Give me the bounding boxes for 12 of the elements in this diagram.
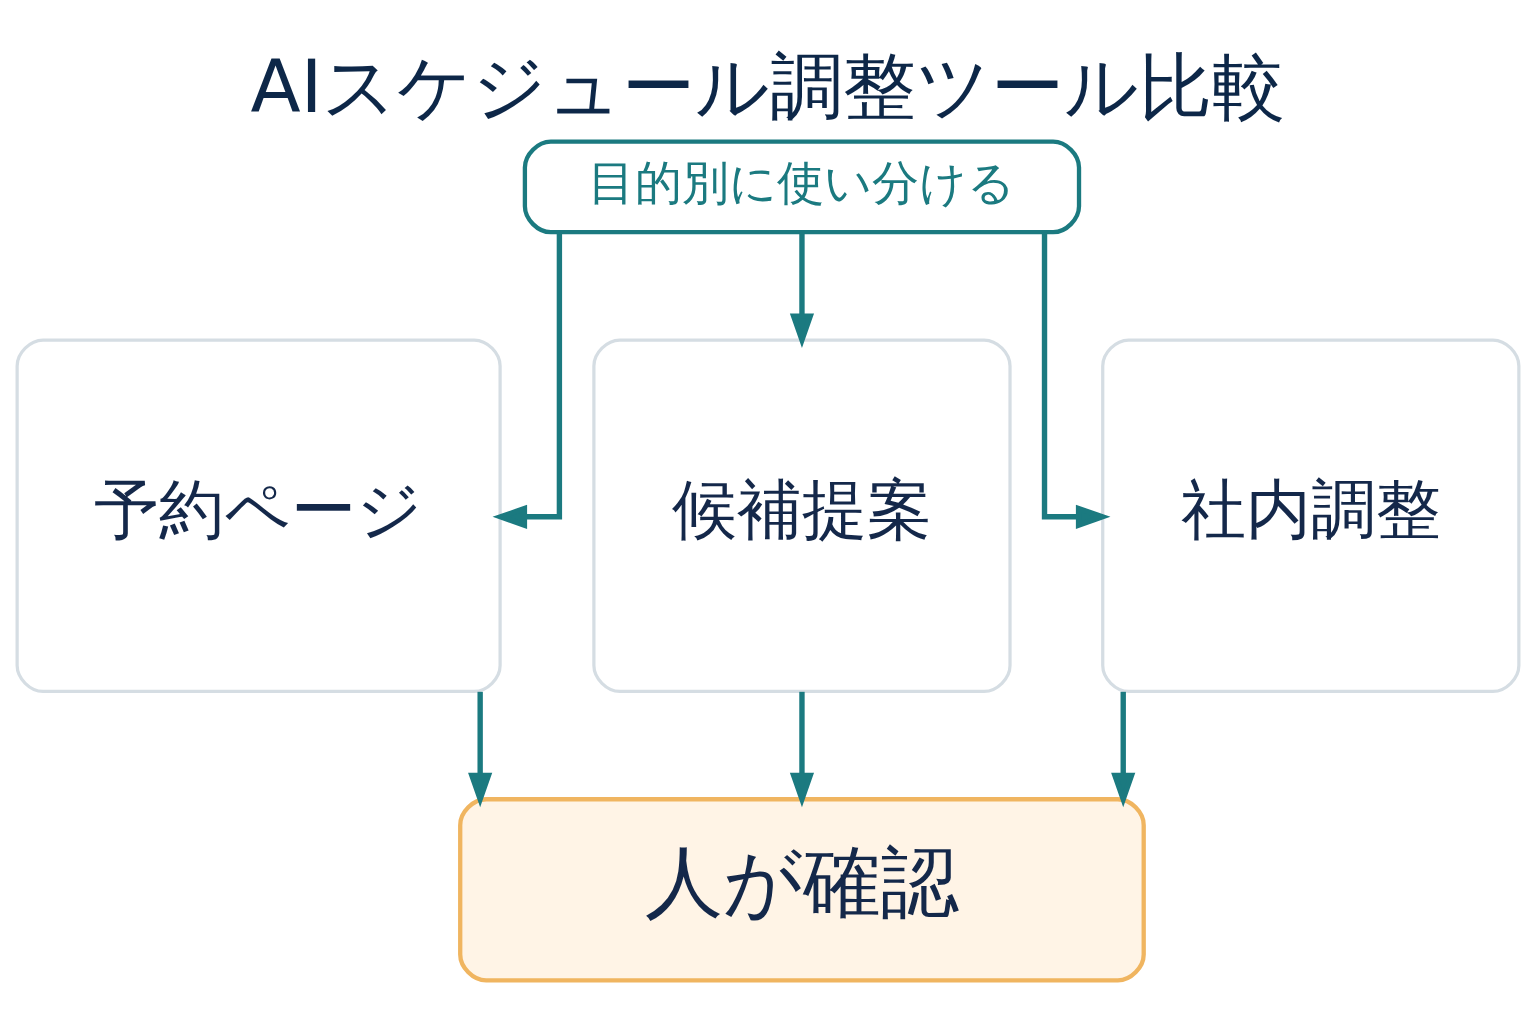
node-box: 候補提案 [592, 337, 1012, 693]
arrow [789, 232, 815, 348]
diagram-title: AIスケジュール調整ツール比較 [250, 43, 1286, 129]
node-box: 社内調整 [1101, 337, 1521, 693]
arrow [1111, 691, 1136, 807]
arrow [492, 232, 563, 529]
node-box: 予約ページ [15, 337, 502, 693]
arrow [1041, 232, 1111, 529]
node-box: 目的別に使い分ける [522, 139, 1082, 234]
arrow [468, 691, 493, 807]
node-box: 人が確認 [458, 796, 1146, 983]
arrow [789, 691, 815, 807]
